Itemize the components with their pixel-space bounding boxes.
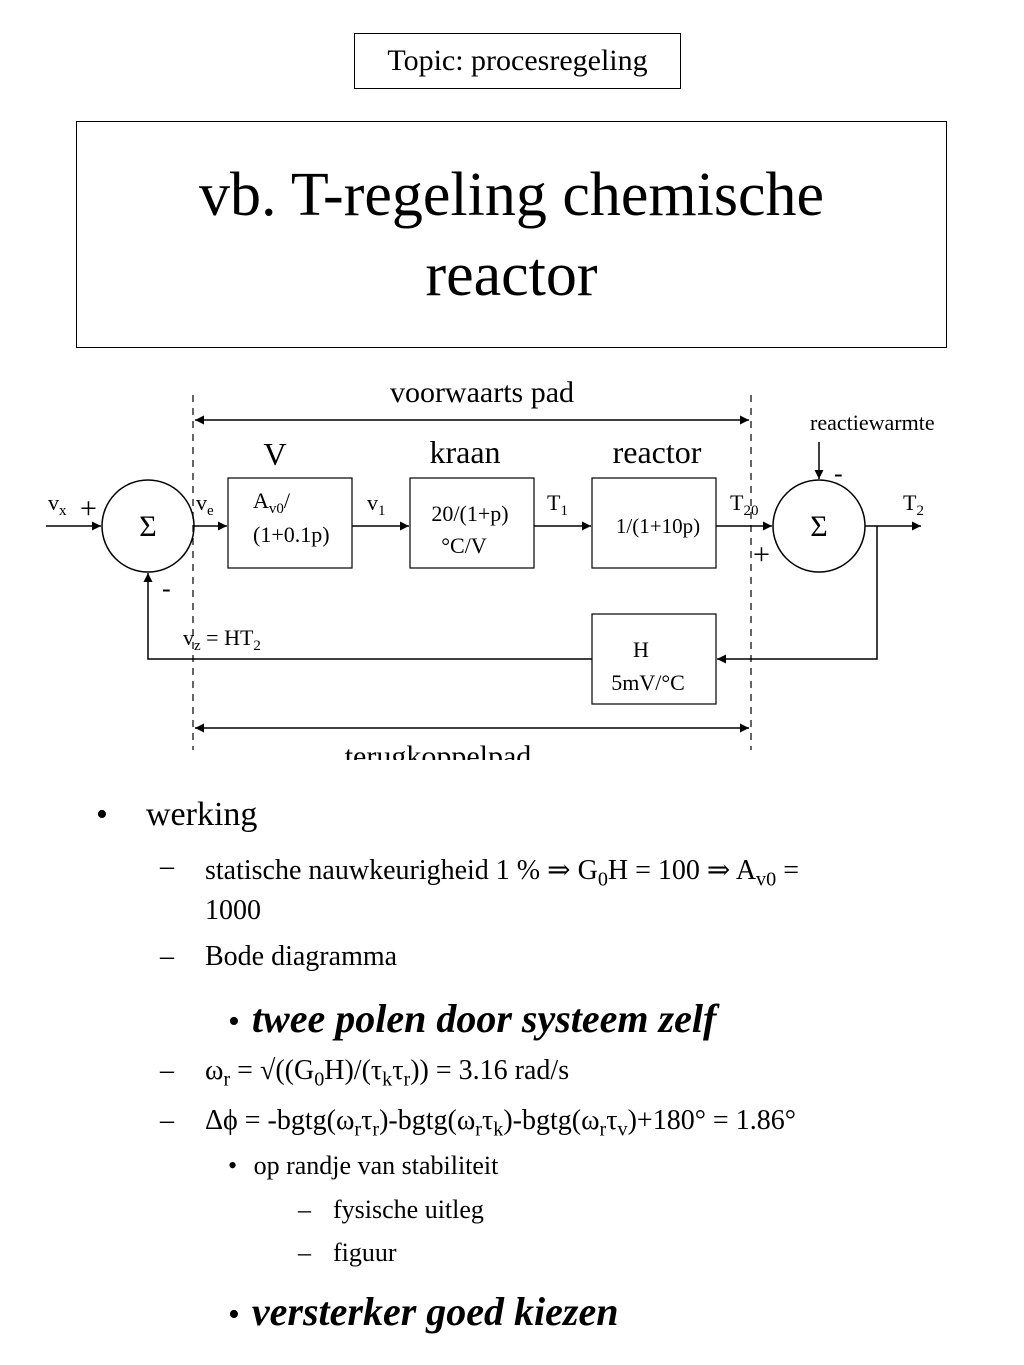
amplifier-block-line1: Av0/ bbox=[253, 488, 291, 517]
bullet-figure: figuur bbox=[333, 1238, 397, 1267]
feedback-path-label: terugkoppelpad bbox=[345, 740, 532, 760]
bullet-stability: • op randje van stabiliteit bbox=[228, 1151, 499, 1180]
block-label-reactor: reactor bbox=[613, 434, 702, 470]
bullet-phase-margin: Δϕ = -bgtg(ωrτr)-bgtg(ωrτk)-bgtg(ωrτv)+1… bbox=[205, 1105, 796, 1141]
title-line-1: vb. T-regeling chemische bbox=[199, 160, 824, 229]
bullet-bode: Bode diagramma bbox=[205, 941, 398, 972]
signal-vx: vx bbox=[48, 490, 67, 519]
dash-marker-bode: – bbox=[160, 941, 174, 972]
bullet-werking-text: werking bbox=[146, 796, 258, 833]
valve-block-line2: °C/V bbox=[441, 533, 487, 558]
valve-block bbox=[409, 477, 535, 569]
bullet-two-poles: • twee polen door systeem zelf bbox=[228, 996, 717, 1041]
title-line-2: reactor bbox=[425, 240, 598, 309]
bullet-werking: • werking bbox=[96, 796, 257, 834]
reaction-heat-label: reactiewarmte bbox=[810, 410, 935, 435]
block-label-v: V bbox=[263, 436, 286, 472]
signal-v1: v1 bbox=[367, 490, 386, 519]
sign-minus-2: - bbox=[834, 459, 843, 488]
block-diagram: voorwaarts pad terugkoppelpad V kraan re… bbox=[46, 376, 935, 760]
signal-t20: T20 bbox=[730, 490, 758, 519]
feedback-return-line bbox=[143, 573, 592, 660]
block-label-kraan: kraan bbox=[429, 434, 500, 470]
sensor-block-line1: H bbox=[633, 637, 649, 662]
feedback-tap-line bbox=[717, 526, 878, 664]
reactor-block-line1: 1/(1+10p) bbox=[616, 514, 700, 538]
valve-block-line1: 20/(1+p) bbox=[431, 501, 508, 526]
signal-t2: T2 bbox=[903, 490, 924, 519]
sum-symbol-2: Σ bbox=[810, 510, 827, 543]
bullet-marker: • bbox=[96, 796, 108, 833]
dash-marker-static: – bbox=[160, 851, 174, 882]
sign-plus-1: + bbox=[80, 492, 97, 525]
forward-path-label: voorwaarts pad bbox=[390, 376, 574, 409]
slide-title: vb. T-regeling chemische reactor bbox=[76, 121, 947, 348]
dash-marker-phi: – bbox=[160, 1105, 174, 1136]
sensor-block-line2: 5mV/°C bbox=[611, 670, 685, 695]
reactor-block bbox=[591, 477, 717, 569]
bullet-amplifier: • versterker goed kiezen bbox=[228, 1289, 619, 1334]
signal-ve: ve bbox=[196, 490, 214, 519]
sign-plus-2: + bbox=[753, 538, 770, 571]
dash-marker-omega: – bbox=[160, 1055, 174, 1086]
sum-symbol-1: Σ bbox=[139, 510, 156, 543]
bullet-static-accuracy: statische nauwkeurigheid 1 % ⇒ G0H = 100… bbox=[205, 855, 799, 926]
amplifier-block bbox=[227, 477, 353, 569]
bullet-physical: fysische uitleg bbox=[333, 1195, 484, 1224]
dash-marker-figure: – bbox=[298, 1238, 311, 1267]
signal-t1: T1 bbox=[547, 490, 568, 519]
sign-minus-1: - bbox=[162, 574, 171, 603]
signal-vz: vz = HT2 bbox=[183, 625, 261, 654]
bullet-omega: ωr = √((G0H)/(τkτr)) = 3.16 rad/s bbox=[205, 1055, 570, 1091]
dash-marker-physical: – bbox=[298, 1195, 311, 1224]
amplifier-block-line2: (1+0.1p) bbox=[253, 522, 330, 547]
topic-label: Topic: procesregeling bbox=[354, 33, 681, 89]
